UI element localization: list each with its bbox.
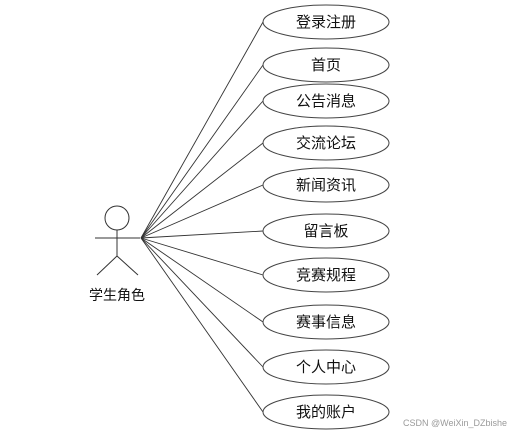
actor-right-leg (116, 255, 139, 276)
use-case-login-register: 登录注册 (262, 4, 390, 40)
use-case-ellipse (262, 83, 390, 119)
use-case-list: 登录注册 首页 公告消息 交流论坛 新闻资讯 留言板 竞赛规程 赛事信息 (262, 4, 390, 430)
use-case-label: 个人中心 (296, 358, 356, 376)
use-case-ellipse (262, 125, 390, 161)
use-case-personal-center: 个人中心 (262, 349, 390, 385)
watermark: CSDN @WeiXin_DZbishe (402, 418, 507, 428)
use-case-label: 留言板 (303, 222, 348, 240)
use-case-ellipse (262, 257, 390, 293)
association-line (140, 142, 264, 239)
use-case-news: 新闻资讯 (262, 167, 390, 203)
use-case-ellipse (262, 304, 390, 340)
use-case-label: 我的账户 (296, 403, 356, 421)
association-line (140, 21, 264, 239)
actor-left-leg (96, 255, 118, 276)
use-case-label: 公告消息 (296, 92, 356, 110)
use-case-label: 交流论坛 (296, 134, 356, 152)
use-case-label: 登录注册 (296, 13, 356, 31)
actor-head (104, 205, 130, 231)
use-case-ellipse (262, 4, 390, 40)
actor-label: 学生角色 (89, 287, 145, 304)
use-case-label: 赛事信息 (296, 313, 356, 331)
association-line (140, 237, 264, 323)
association-line (140, 237, 264, 413)
use-case-my-account: 我的账户 (262, 394, 390, 430)
use-case-label: 首页 (311, 56, 341, 74)
use-case-label: 新闻资讯 (296, 176, 356, 194)
use-case-ellipse (262, 47, 390, 83)
use-case-event-info: 赛事信息 (262, 304, 390, 340)
association-lines (140, 21, 264, 413)
use-case-label: 竞赛规程 (296, 266, 356, 284)
use-case-message-board: 留言板 (262, 213, 390, 249)
student-actor: 学生角色 (89, 205, 145, 304)
association-line (140, 184, 264, 239)
use-case-home: 首页 (262, 47, 390, 83)
use-case-ellipse (262, 394, 390, 430)
use-case-competition-rules: 竞赛规程 (262, 257, 390, 293)
use-case-announcements: 公告消息 (262, 83, 390, 119)
association-line (140, 64, 264, 239)
association-line (140, 237, 264, 368)
use-case-ellipse (262, 167, 390, 203)
use-case-ellipse (262, 349, 390, 385)
use-case-ellipse (262, 213, 390, 249)
use-case-forum: 交流论坛 (262, 125, 390, 161)
association-line (140, 237, 264, 276)
association-line (140, 100, 264, 239)
association-line (140, 230, 264, 239)
